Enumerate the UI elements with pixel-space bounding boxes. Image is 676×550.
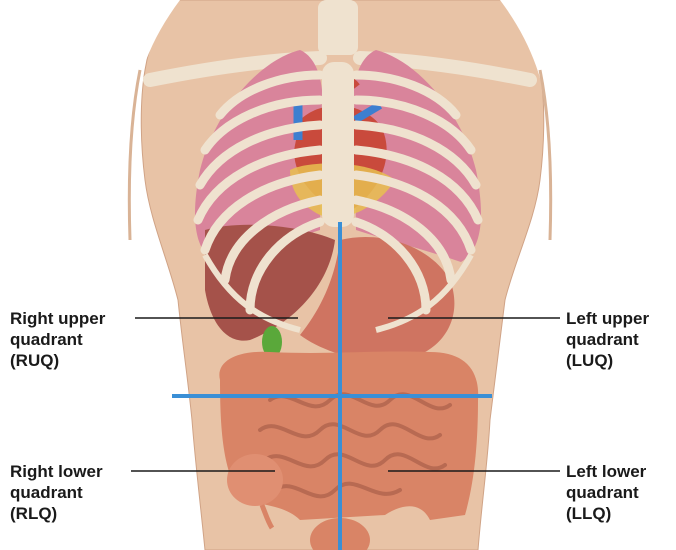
pulmonary-vessel	[352, 101, 383, 124]
costal-margin	[202, 253, 301, 333]
label-line: Left lower	[566, 462, 647, 481]
gallbladder	[262, 326, 282, 358]
label-line: quadrant	[10, 483, 83, 502]
right-shoulder	[0, 0, 180, 550]
label-line: Right lower	[10, 462, 103, 481]
right-arm-edge	[127, 69, 142, 241]
label-line: (RUQ)	[10, 351, 60, 370]
rib-cage	[193, 70, 483, 315]
label-line: quadrant	[566, 483, 639, 502]
large-intestine	[219, 351, 479, 520]
label-right-lower-quadrant: Right lower quadrant (RLQ)	[10, 461, 103, 524]
label-line: quadrant	[566, 330, 639, 349]
left-arm-edge	[538, 69, 553, 241]
cecum	[227, 454, 283, 506]
label-line: Left upper	[566, 309, 650, 328]
cervical-spine	[318, 0, 358, 55]
costal-margin-left	[375, 253, 474, 333]
label-left-lower-quadrant: Left lower quadrant (LLQ)	[566, 461, 646, 524]
label-line: (LUQ)	[566, 351, 614, 370]
left-shoulder	[500, 0, 676, 550]
sternum	[322, 62, 354, 227]
appendix	[259, 504, 275, 530]
label-line: Right upper	[10, 309, 106, 328]
label-right-upper-quadrant: Right upper quadrant (RUQ)	[10, 308, 105, 371]
label-line: (RLQ)	[10, 504, 58, 523]
small-intestine-loops	[258, 392, 452, 499]
label-line: quadrant	[10, 330, 83, 349]
label-left-upper-quadrant: Left upper quadrant (LUQ)	[566, 308, 649, 371]
label-line: (LLQ)	[566, 504, 612, 523]
